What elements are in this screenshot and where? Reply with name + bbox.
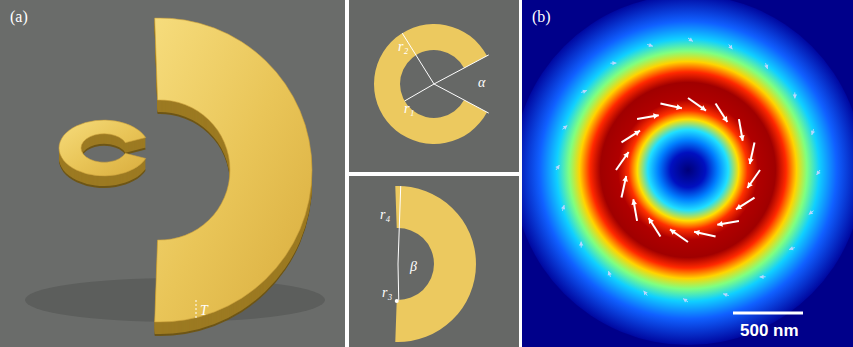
field-arrowhead xyxy=(728,45,732,49)
field-arrow xyxy=(556,165,559,170)
field-arrowhead xyxy=(623,152,628,158)
radius-line xyxy=(398,264,400,300)
panel-a xyxy=(0,0,345,347)
panel-bottom-view xyxy=(349,176,519,347)
field-arrow xyxy=(621,131,640,143)
field-arrow xyxy=(616,152,629,170)
angle-label: β xyxy=(410,260,417,274)
dimension-label: r₄ xyxy=(380,208,390,222)
field-arrowhead xyxy=(760,275,764,279)
field-arrow xyxy=(716,103,728,122)
scale-label: 500 nm xyxy=(740,322,799,339)
half-ring-top-view xyxy=(395,186,476,342)
field-arrowhead xyxy=(608,271,612,275)
field-arrowhead xyxy=(717,221,723,227)
field-arrowhead xyxy=(811,131,815,135)
field-arrowhead xyxy=(688,37,692,41)
field-arrowhead xyxy=(748,158,754,164)
field-arrow xyxy=(670,229,688,242)
split-ring-top-view xyxy=(374,24,487,144)
panel-label: (a) xyxy=(10,9,28,25)
dimension-label: r₁ xyxy=(404,102,414,116)
field-arrowhead xyxy=(722,116,727,122)
outer-half-ring-top xyxy=(155,18,312,322)
outer-half-ring xyxy=(155,18,312,336)
field-arrowhead xyxy=(694,230,700,236)
panel-label: (b) xyxy=(532,9,551,25)
field-arrow xyxy=(688,38,693,41)
field-arrowhead xyxy=(747,182,752,188)
thickness-mark xyxy=(196,300,197,318)
field-arrow xyxy=(644,291,648,296)
field-arrowhead xyxy=(612,61,616,65)
outer-half-ring-side xyxy=(155,19,312,323)
field-arrowhead xyxy=(649,218,654,224)
field-arrowhead xyxy=(634,131,640,136)
field-arrowhead xyxy=(670,229,676,234)
angle-label: α xyxy=(478,76,485,90)
field-map xyxy=(522,0,853,345)
field-arrowhead xyxy=(644,291,648,295)
inner-split-ring xyxy=(59,120,146,188)
field-arrowhead xyxy=(561,205,565,209)
field-arrow xyxy=(817,170,820,175)
dimension-label: r₂ xyxy=(398,40,408,54)
field-arrowhead xyxy=(676,104,682,110)
scale-bar xyxy=(733,312,803,315)
field-arrow xyxy=(562,126,567,130)
dimension-label: T xyxy=(200,304,208,318)
field-arrow xyxy=(649,218,661,237)
field-arrowhead xyxy=(793,94,797,98)
panel-top-view xyxy=(349,0,519,172)
field-arrowhead xyxy=(649,43,653,47)
field-arrowhead xyxy=(563,126,567,130)
field-arrowhead xyxy=(809,210,813,214)
field-arrowhead xyxy=(653,113,659,119)
field-arrowhead xyxy=(631,199,637,205)
field-arrow xyxy=(736,198,755,210)
field-arrowhead xyxy=(683,299,687,303)
field-arrowhead xyxy=(739,135,745,141)
field-arrow xyxy=(688,98,706,111)
radius-line xyxy=(398,186,401,264)
field-arrowhead xyxy=(723,293,727,297)
inner-split-ring-top xyxy=(59,120,146,176)
field-arrowhead xyxy=(736,204,742,209)
field-arrowhead xyxy=(555,165,559,169)
field-arrowhead xyxy=(582,90,586,94)
radius-line xyxy=(405,84,434,101)
dimension-label: r₃ xyxy=(382,286,392,300)
field-arrow xyxy=(809,211,814,215)
field-arrowhead xyxy=(700,105,706,110)
field-arrow xyxy=(683,299,688,302)
marker-dot xyxy=(395,299,399,303)
field-arrowhead xyxy=(622,176,628,182)
field-arrowhead xyxy=(817,170,821,174)
field-arrow xyxy=(747,170,760,188)
field-arrowhead xyxy=(789,246,793,250)
field-arrow xyxy=(729,44,733,49)
field-arrowhead xyxy=(579,242,583,246)
field-arrowhead xyxy=(764,64,768,68)
